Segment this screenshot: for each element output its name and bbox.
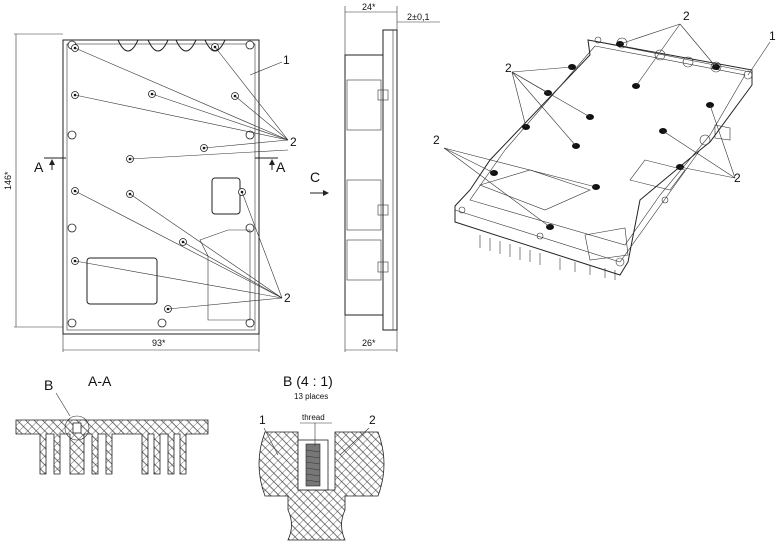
dim-side-top: 24* <box>362 2 376 12</box>
front-view: 1 2 2 A A 146* 93* <box>3 33 297 352</box>
dim-height: 146* <box>3 171 13 190</box>
section-label-left: A <box>34 159 44 175</box>
detail-b: B (4 : 1) 13 places thread 1 2 <box>258 373 385 541</box>
dim-side-bottom: 26* <box>362 338 376 348</box>
section-label-right: A <box>276 159 286 175</box>
section-title: A-A <box>88 373 112 389</box>
iso-plate-outline <box>454 39 753 276</box>
detail-title: B (4 : 1) <box>283 373 333 389</box>
detail-note: 13 places <box>294 392 328 401</box>
isometric-view: 2 2 2 2 1 <box>433 9 776 280</box>
detail-part-1-label: 1 <box>259 413 266 427</box>
detail-body <box>258 431 385 541</box>
iso-part-2-label-lower: 2 <box>433 133 440 147</box>
dim-width: 93* <box>152 338 166 348</box>
detail-part-2-label: 2 <box>369 413 376 427</box>
front-plate-outline <box>62 39 260 335</box>
part-2-label-lower: 2 <box>284 291 291 305</box>
iso-fins <box>479 124 731 280</box>
iso-part-2-label-top: 2 <box>683 9 690 23</box>
leader-lines-front <box>74 46 289 310</box>
iso-threaded-holes <box>490 41 720 230</box>
iso-part-2-label-left: 2 <box>505 61 512 75</box>
view-c-label: C <box>310 169 320 185</box>
part-2-label-upper: 2 <box>290 135 297 149</box>
detail-marker: B <box>44 377 53 393</box>
side-view: 24* 2±0,1 26* C <box>310 2 440 352</box>
iso-leader-lines <box>443 23 771 228</box>
iso-part-1-label: 1 <box>769 29 776 43</box>
section-body <box>15 419 209 475</box>
section-a-a: A-A B <box>15 373 209 475</box>
dim-side-gap: 2±0,1 <box>407 12 429 22</box>
thread-label: thread <box>302 413 325 422</box>
part-1-label: 1 <box>283 53 290 67</box>
iso-part-2-label-right: 2 <box>734 171 741 185</box>
